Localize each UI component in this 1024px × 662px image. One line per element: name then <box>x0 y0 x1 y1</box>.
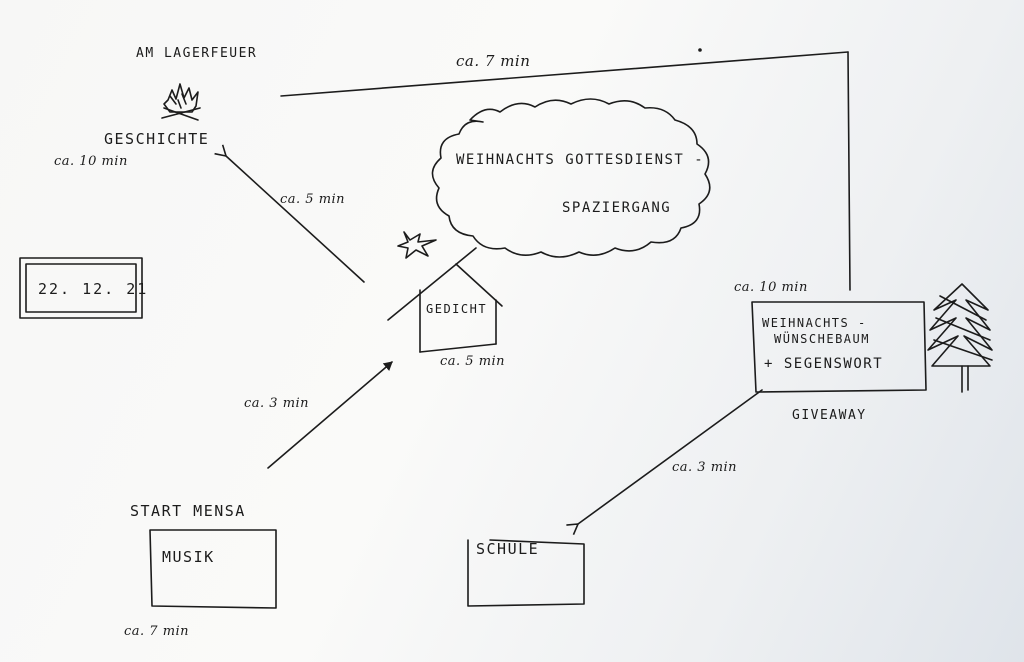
musik-label: MUSIK <box>162 548 215 566</box>
arrow-to-schule <box>566 389 763 536</box>
arrow-to-geschichte-duration: ca. 5 min <box>280 192 346 207</box>
wish-tree-line2: WÜNSCHEBAUM <box>774 332 870 346</box>
cloud-title-line2: SPAZIERGANG <box>562 200 672 216</box>
geschichte-duration: ca. 10 min <box>54 154 128 169</box>
cloud-shape <box>431 98 711 258</box>
campfire-icon <box>161 83 201 121</box>
cloud-title-line1: WEIHNACHTS GOTTESDIENST - <box>456 152 705 168</box>
wish-tree-frame <box>751 301 927 393</box>
gedicht-duration: ca. 5 min <box>440 354 506 369</box>
date-label: 22. 12. 21 <box>38 280 149 298</box>
schule-frame <box>467 539 585 607</box>
gedicht-label: GEDICHT <box>426 302 488 316</box>
arrow-to-geschichte <box>214 144 365 283</box>
arrow-to-gedicht <box>267 361 393 469</box>
am-lagerfeuer-label: AM LAGERFEUER <box>136 46 258 61</box>
wish-tree-line1: WEIHNACHTS - <box>762 316 867 330</box>
date-frame <box>19 257 143 319</box>
musik-frame <box>149 529 277 609</box>
wish-tree-line3: + SEGENSWORT <box>764 356 884 372</box>
geschichte-label: GESCHICHTE <box>104 130 210 148</box>
top-route-line <box>280 48 851 291</box>
star-icon <box>397 231 437 259</box>
start-duration: ca. 7 min <box>124 624 190 639</box>
arrow-to-gedicht-duration: ca. 3 min <box>244 396 310 411</box>
start-mensa-label: START MENSA <box>130 502 246 520</box>
house-icon <box>387 247 503 353</box>
christmas-tree-icon <box>927 283 993 393</box>
schule-label: SCHULE <box>476 540 540 558</box>
giveaway-label: GIVEAWAY <box>792 408 867 423</box>
top-route-duration: ca. 7 min <box>456 52 531 70</box>
arrow-to-schule-duration: ca. 3 min <box>672 460 738 475</box>
wish-tree-duration: ca. 10 min <box>734 280 808 295</box>
